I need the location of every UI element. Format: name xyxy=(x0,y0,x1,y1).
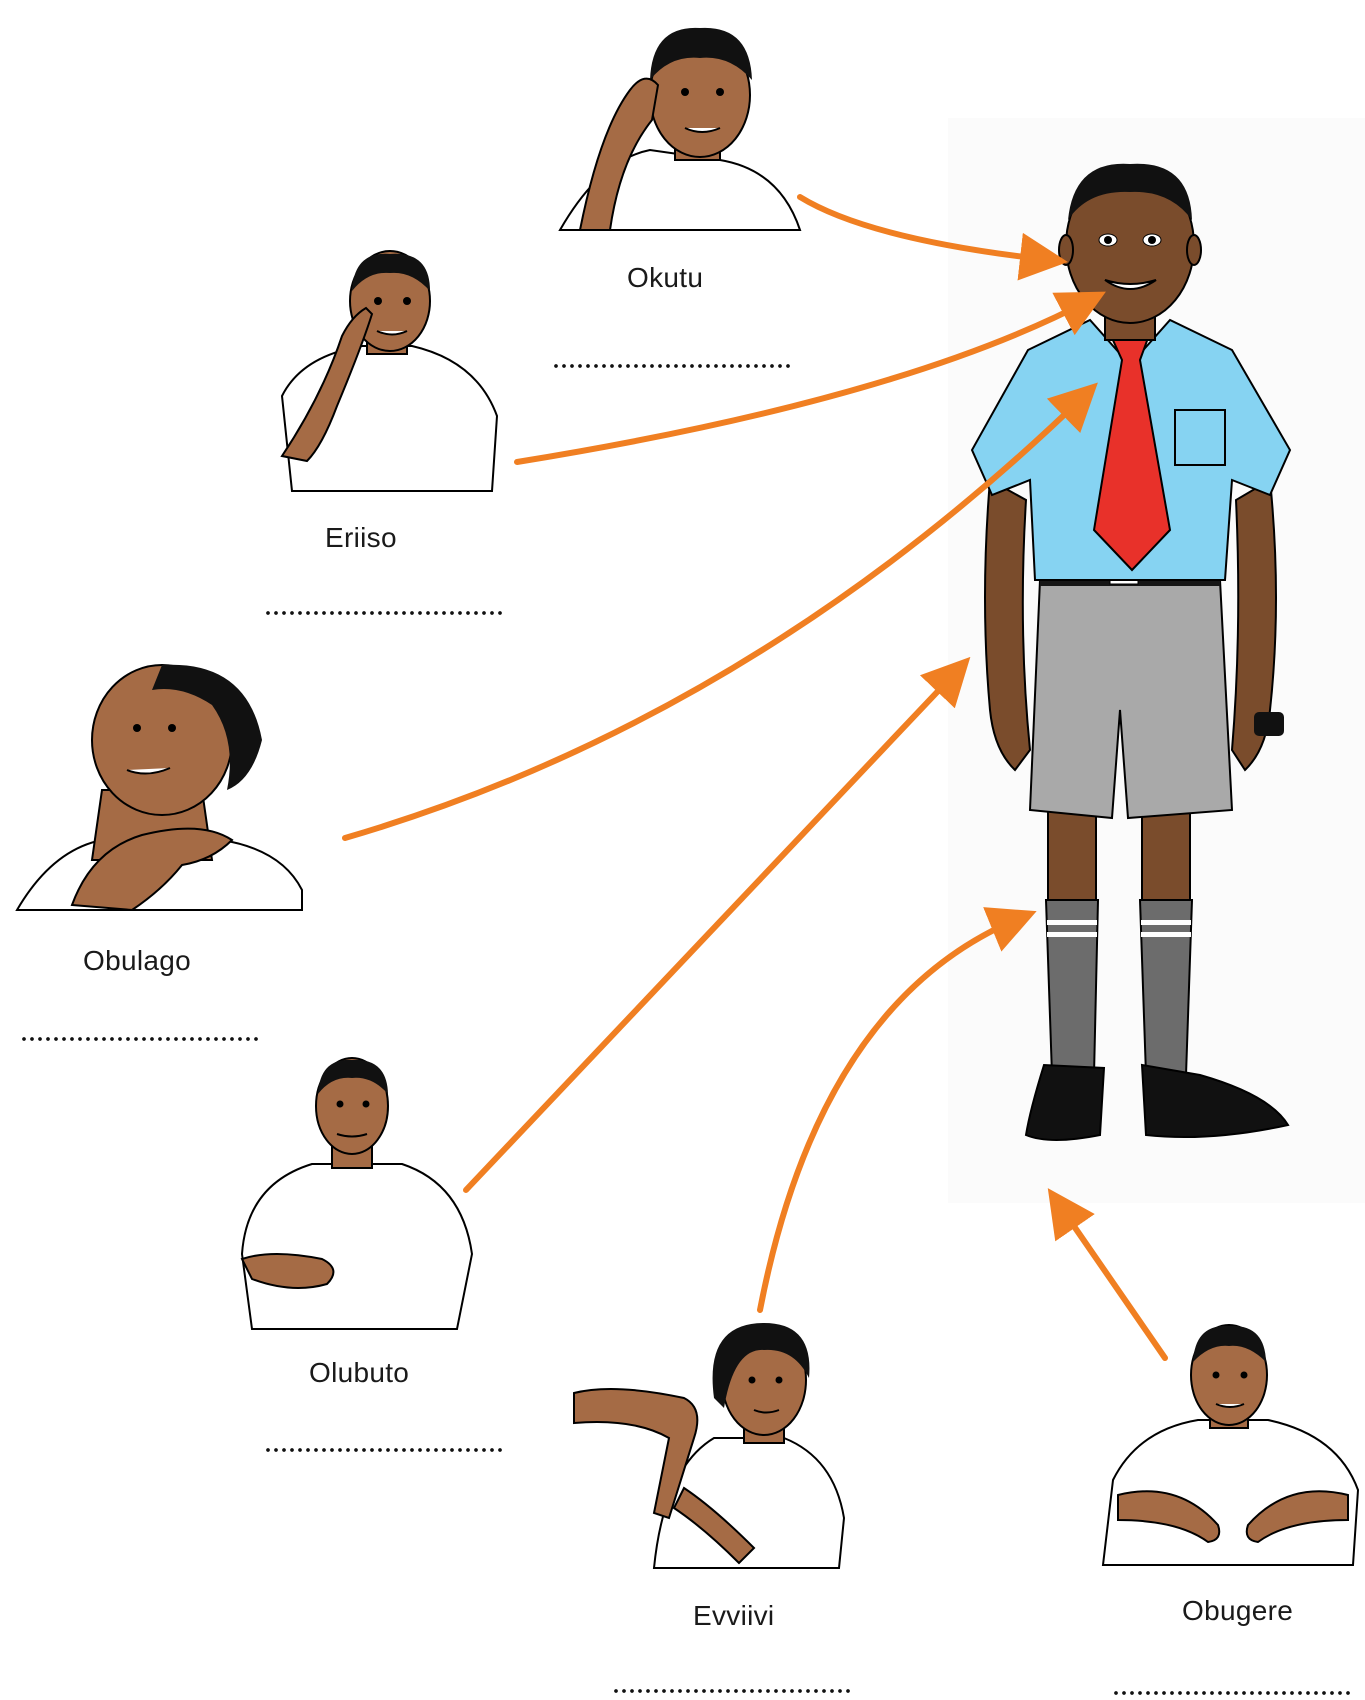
boy-figure xyxy=(970,150,1330,1190)
throat-sign-figure xyxy=(12,660,302,910)
stomach-sign-figure xyxy=(232,1054,477,1329)
answer-line-obugere[interactable] xyxy=(1112,1690,1352,1696)
answer-line-eriiso[interactable] xyxy=(264,610,504,616)
answer-line-okutu[interactable] xyxy=(552,363,792,369)
answer-line-olubuto[interactable] xyxy=(264,1447,504,1453)
answer-line-evviivi[interactable] xyxy=(612,1688,852,1694)
eye-sign-figure xyxy=(262,246,507,491)
sense-label-olubuto: Olubuto xyxy=(309,1357,409,1389)
arrow-olubuto xyxy=(466,670,958,1190)
sense-label-eriiso: Eriiso xyxy=(325,522,397,554)
answer-line-obulago[interactable] xyxy=(20,1036,260,1042)
ear-sign-figure xyxy=(540,10,810,230)
elbow-sign-figure xyxy=(574,1318,864,1568)
sense-label-evviivi: Evviivi xyxy=(693,1600,774,1632)
sense-label-okutu: Okutu xyxy=(627,262,703,294)
toes-sign-figure xyxy=(1098,1320,1363,1565)
sense-label-obulago: Obulago xyxy=(83,945,191,977)
sense-label-obugere: Obugere xyxy=(1182,1595,1293,1627)
